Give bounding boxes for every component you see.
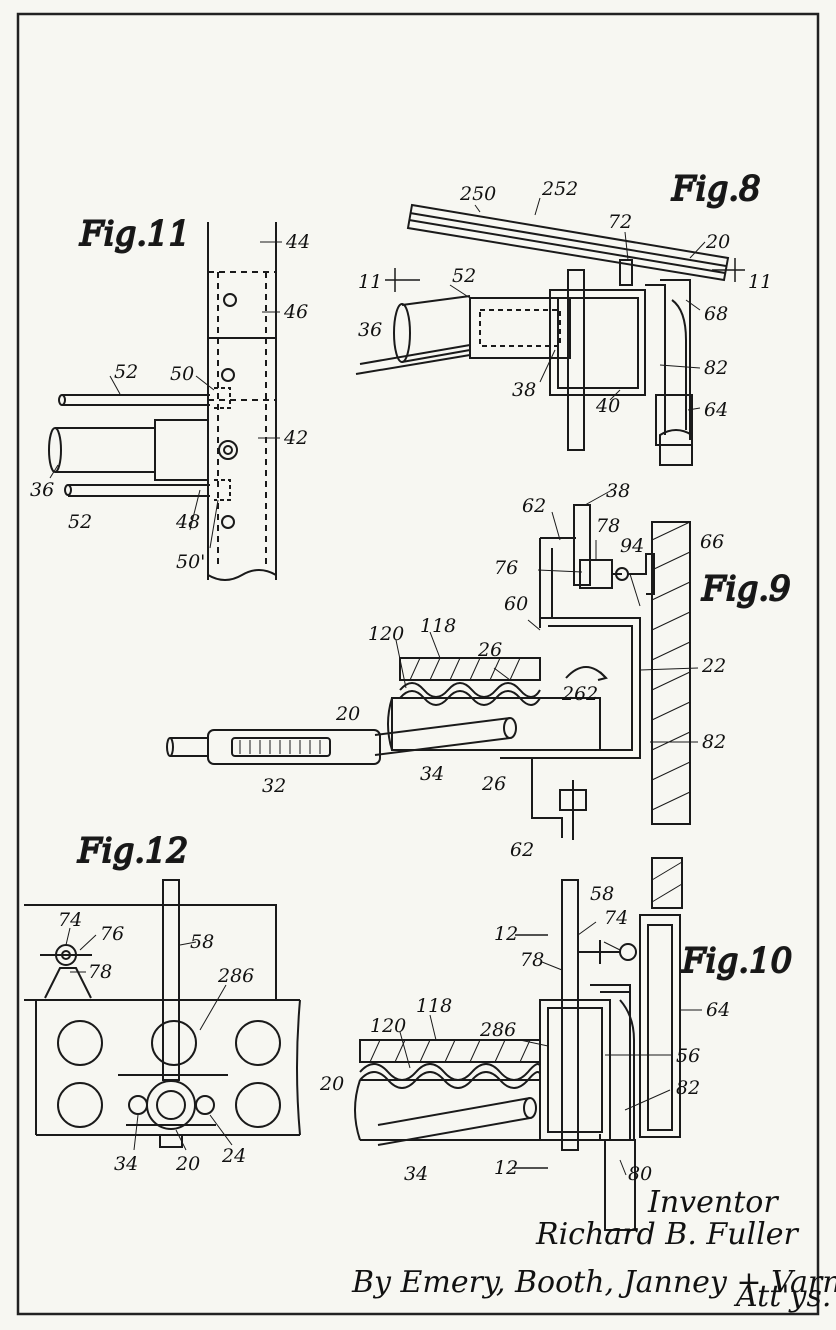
label-22: 22 — [701, 655, 726, 677]
label-52: 52 — [452, 265, 476, 287]
label-44: 44 — [285, 231, 310, 253]
attorneys-signature: By Emery, Booth, Janney + Varney — [351, 1265, 836, 1300]
label-78: 78 — [88, 961, 112, 983]
label-74: 74 — [604, 907, 628, 929]
figure-9-labels: 38 62 78 66 94 76 60 118 120 26 262 22 2… — [262, 480, 726, 861]
label-62-upper: 62 — [522, 495, 546, 517]
label-40: 40 — [595, 395, 620, 417]
label-20: 20 — [705, 231, 730, 253]
label-26-lower: 26 — [481, 773, 506, 795]
label-286: 286 — [217, 965, 254, 987]
figure-11-labels: 44 46 50 52 42 36 52 48 50' — [30, 231, 310, 573]
label-58: 58 — [590, 883, 614, 905]
figure-10-title: Fig.10 — [681, 941, 792, 981]
label-50: 50 — [170, 363, 194, 385]
figure-10: Fig.10 — [354, 857, 793, 1231]
label-76: 76 — [100, 923, 124, 945]
label-38: 38 — [512, 379, 536, 401]
figure-11-title: Fig.11 — [79, 214, 190, 254]
label-82: 82 — [704, 357, 728, 379]
label-12-lower: 12 — [494, 1157, 518, 1179]
figure-10-labels: 58 12 74 78 64 118 120 286 56 20 82 34 1… — [319, 883, 730, 1185]
label-56: 56 — [676, 1045, 700, 1067]
label-20: 20 — [335, 703, 360, 725]
label-78: 78 — [520, 949, 544, 971]
label-62-lower: 62 — [510, 839, 534, 861]
figure-12: Fig.12 — [24, 830, 301, 1151]
signature-block: Inventor Richard B. Fuller By Emery, Boo… — [351, 1185, 836, 1314]
label-64: 64 — [704, 399, 728, 421]
label-50-prime: 50' — [176, 551, 205, 573]
label-120: 120 — [370, 1015, 406, 1037]
label-48: 48 — [175, 511, 200, 533]
label-34: 34 — [404, 1163, 428, 1185]
figure-11: Fig.11 — [48, 213, 282, 581]
label-82: 82 — [676, 1077, 700, 1099]
label-34: 34 — [420, 763, 444, 785]
label-94: 94 — [620, 535, 644, 557]
label-34: 34 — [114, 1153, 138, 1175]
label-118: 118 — [420, 615, 456, 637]
label-12-upper: 12 — [494, 923, 518, 945]
label-64: 64 — [706, 999, 730, 1021]
label-74: 74 — [58, 909, 82, 931]
label-52-lower: 52 — [68, 511, 92, 533]
figure-8: Fig.8 — [355, 168, 762, 466]
label-72: 72 — [608, 211, 632, 233]
label-24: 24 — [221, 1145, 246, 1167]
figure-12-title: Fig.12 — [77, 831, 188, 871]
label-38: 38 — [606, 480, 630, 502]
inventor-name: Richard B. Fuller — [535, 1217, 799, 1252]
label-20: 20 — [175, 1153, 200, 1175]
attorneys-suffix: Att'ys. — [733, 1279, 831, 1314]
figure-9-title: Fig.9 — [701, 569, 791, 609]
label-80: 80 — [628, 1163, 652, 1185]
label-82: 82 — [702, 731, 726, 753]
label-78: 78 — [596, 515, 620, 537]
figure-9: Fig.9 — [166, 489, 792, 840]
label-286: 286 — [479, 1019, 516, 1041]
label-118: 118 — [416, 995, 452, 1017]
label-58: 58 — [190, 931, 214, 953]
label-252: 252 — [541, 178, 578, 200]
label-250: 250 — [459, 183, 496, 205]
label-60: 60 — [504, 593, 528, 615]
label-46: 46 — [283, 301, 308, 323]
figure-12-labels: 74 76 58 78 286 34 20 24 — [58, 909, 254, 1175]
label-36: 36 — [30, 479, 54, 501]
label-68: 68 — [704, 303, 728, 325]
label-11-left: 11 — [358, 271, 382, 293]
figure-8-title: Fig.8 — [671, 169, 761, 209]
label-76: 76 — [494, 557, 518, 579]
label-42: 42 — [283, 427, 308, 449]
label-262: 262 — [561, 683, 598, 705]
sheet-border — [16, 12, 820, 1316]
label-66: 66 — [700, 531, 724, 553]
inventor-heading: Inventor — [647, 1185, 779, 1220]
label-20: 20 — [319, 1073, 344, 1095]
label-32: 32 — [262, 775, 286, 797]
label-52-upper: 52 — [114, 361, 138, 383]
label-36: 36 — [358, 319, 382, 341]
figure-8-labels: 250 252 72 20 11 11 52 36 68 38 82 40 64 — [358, 178, 772, 421]
label-11-right: 11 — [748, 271, 772, 293]
label-120: 120 — [368, 623, 404, 645]
label-26-upper: 26 — [477, 639, 502, 661]
